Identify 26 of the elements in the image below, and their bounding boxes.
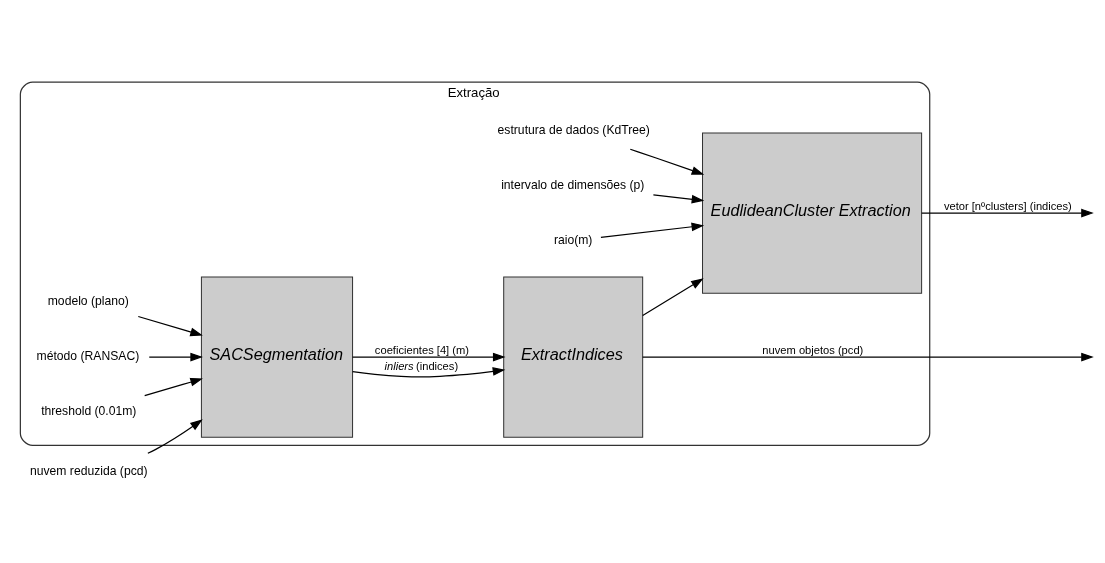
node-text: raio(m) xyxy=(553,232,593,247)
node-text: threshold (0.01m) xyxy=(41,403,137,418)
arrow xyxy=(352,352,506,361)
edge-label: nuvem objetos (pcd) xyxy=(762,343,864,356)
node-text: método (RANSAC) xyxy=(36,348,140,363)
node-text: modelo (plano) xyxy=(47,293,129,308)
arrow xyxy=(921,208,1094,217)
node-text: estrutura de dados (KdTree) xyxy=(497,122,650,137)
arrow xyxy=(352,366,506,378)
arrow xyxy=(642,352,1094,361)
arrow xyxy=(144,377,203,396)
node-text: intervalo de dimensões (p) xyxy=(501,177,645,192)
node-box: SACSegmentation xyxy=(200,275,354,438)
edge-label: vetor [nºclusters] (indices) xyxy=(943,199,1072,212)
arrow xyxy=(629,148,705,175)
edge-label: inliers (indices) xyxy=(384,359,459,372)
arrow xyxy=(147,418,203,454)
arrow xyxy=(652,193,705,204)
edge-label: coeficientes [4] (m) xyxy=(374,343,469,356)
node-text: nuvem reduzida (pcd) xyxy=(30,463,148,478)
node-box: ExtractIndices xyxy=(503,275,644,438)
node-box: EudlideanCluster Extraction xyxy=(702,131,923,294)
arrow xyxy=(642,277,704,316)
arrow xyxy=(148,352,203,361)
arrow xyxy=(600,221,705,238)
arrow xyxy=(137,315,203,336)
